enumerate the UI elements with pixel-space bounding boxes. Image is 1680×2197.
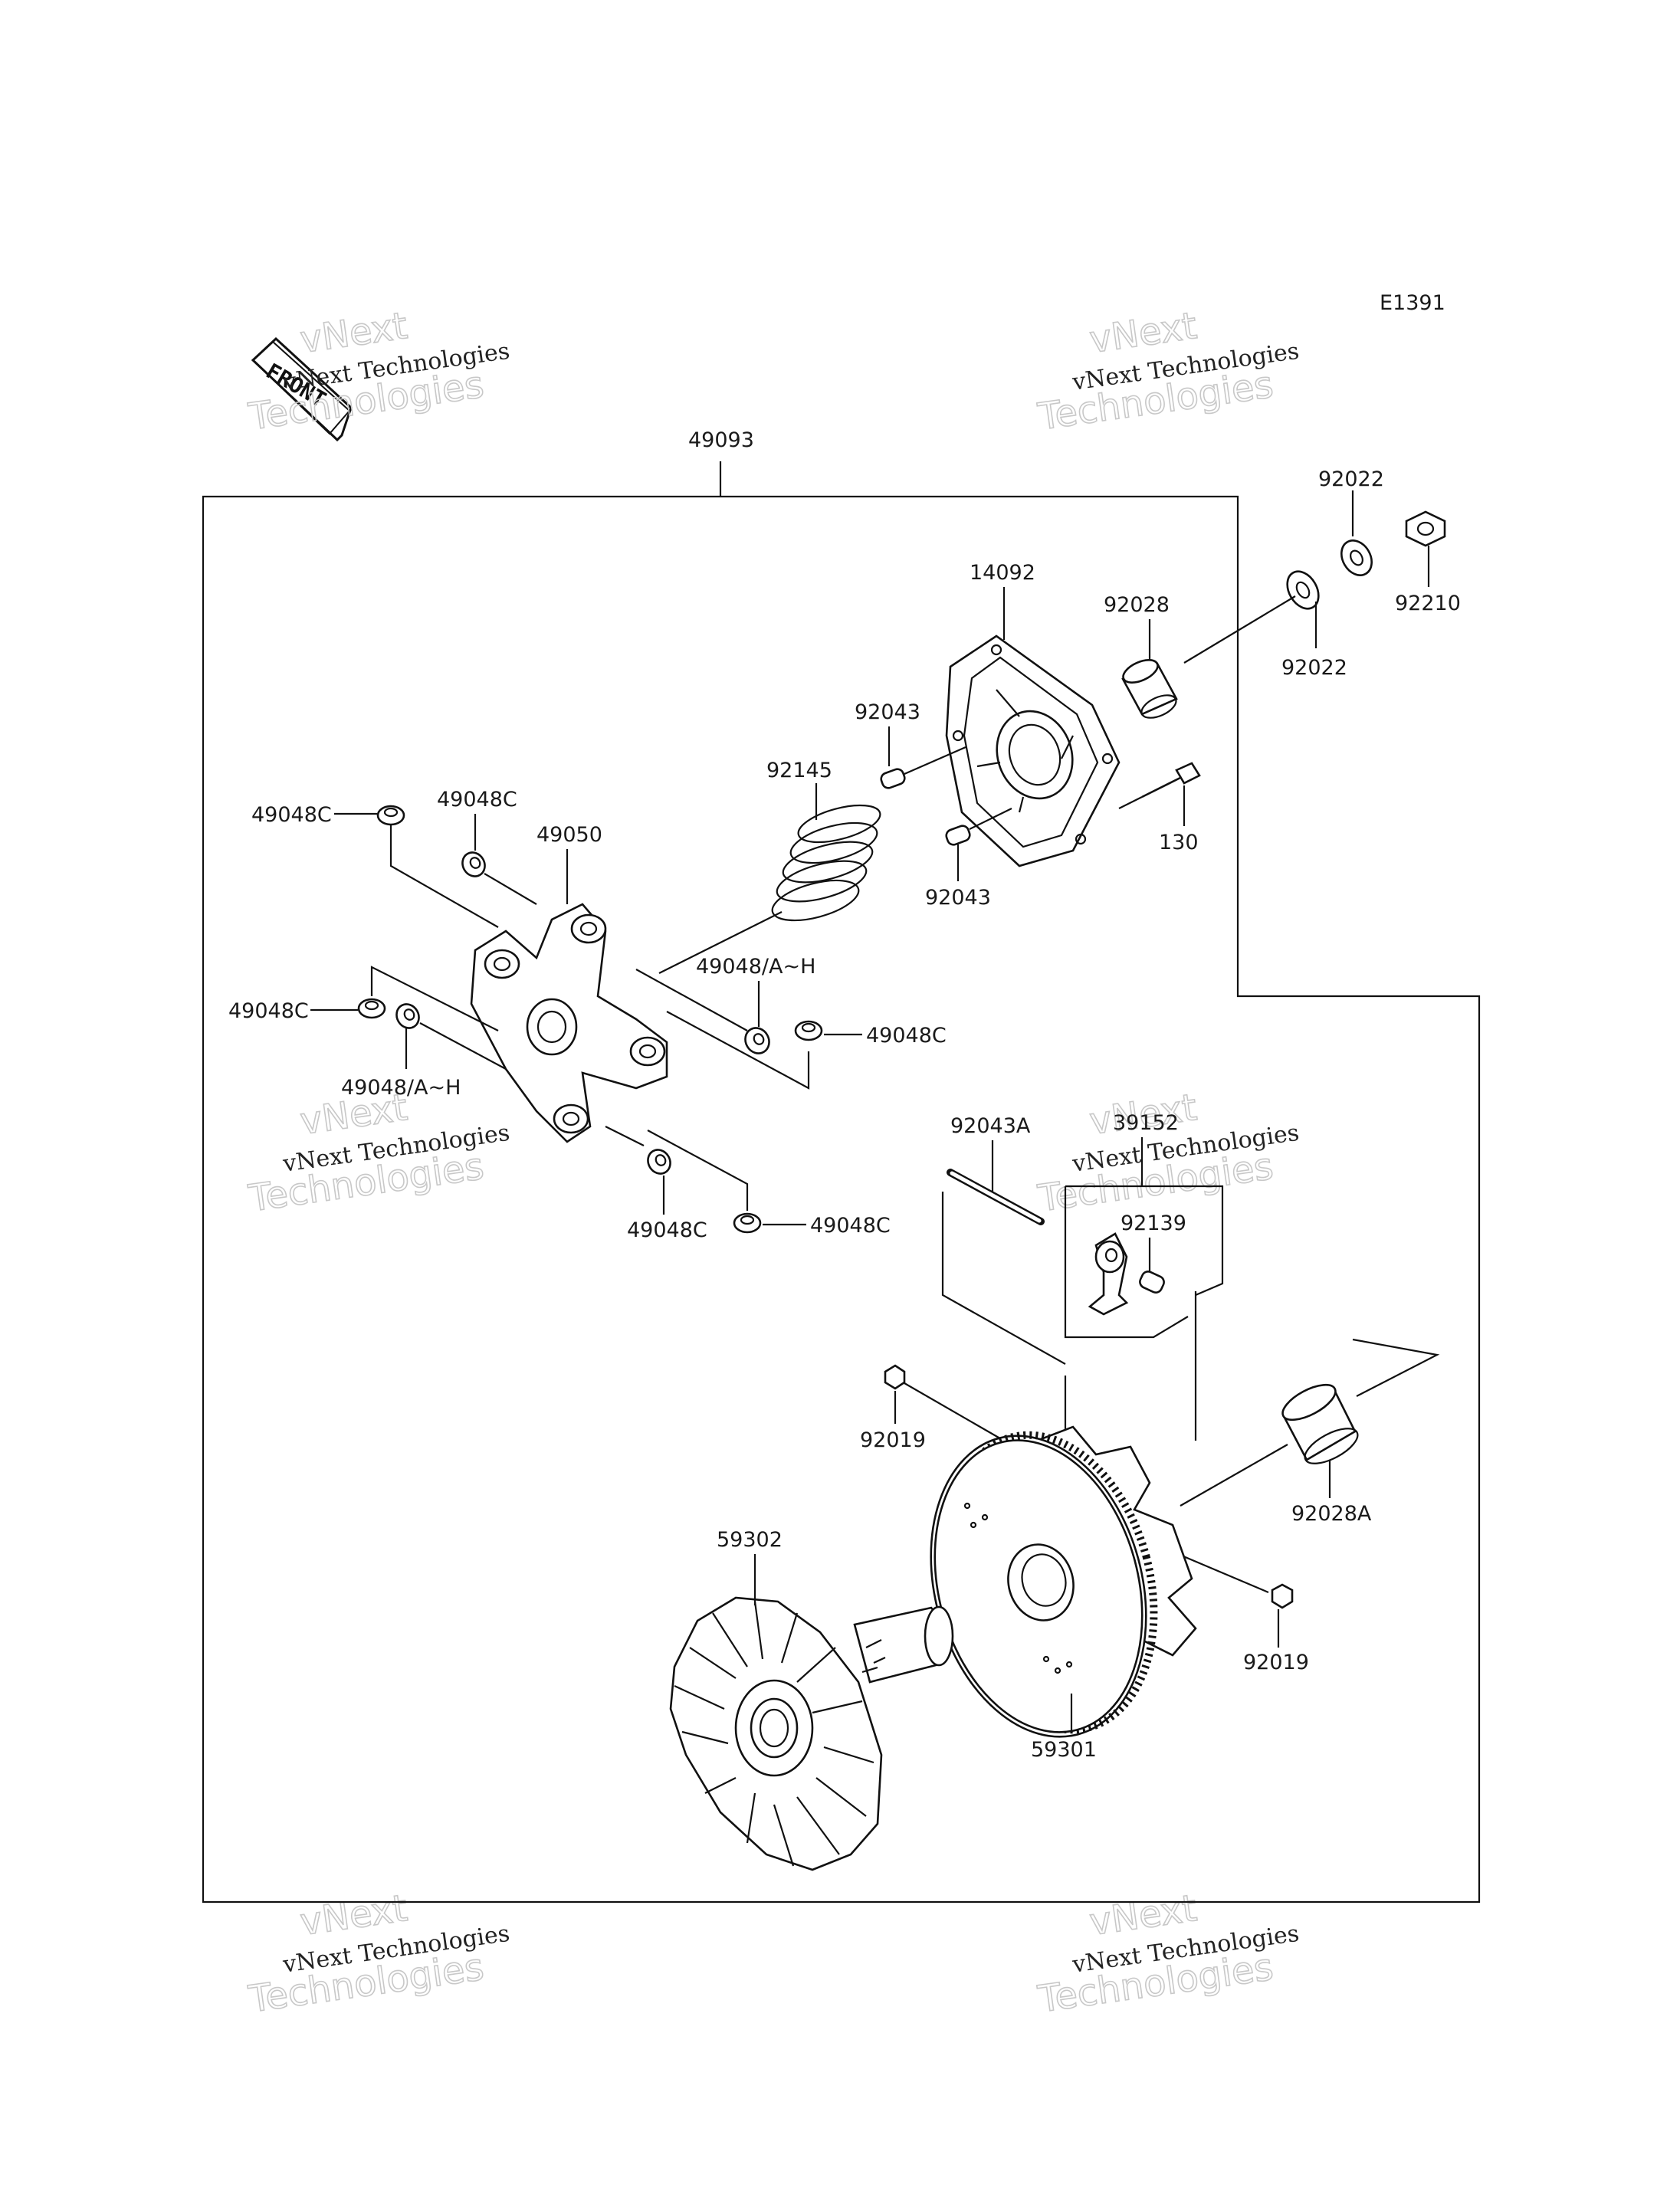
leader-roller-mr-axis: [666, 1011, 810, 1090]
part-label-49050[interactable]: 49050: [536, 823, 602, 847]
part-label-49093[interactable]: 49093: [688, 428, 754, 452]
nut-92019-upper: [884, 1364, 906, 1390]
leader-nut-lower-axis: [1172, 1550, 1269, 1594]
part-label-49048c-b1[interactable]: 49048C: [627, 1218, 707, 1242]
washer-92022-inner: [1286, 570, 1320, 610]
part-label-49048c-mr[interactable]: 49048C: [866, 1024, 947, 1048]
leader-washer-axis: [1183, 595, 1296, 664]
weight-group-bracket-left: [1064, 1186, 1189, 1339]
roller-49048c-midright: [794, 1020, 823, 1041]
leader-spring-axis: [658, 911, 783, 974]
sheave-59301: [930, 1425, 1197, 1738]
nut-92019-lower: [1271, 1583, 1294, 1609]
leader-bushing-a-axis: [1180, 1444, 1288, 1507]
roller-49048ah-left: [395, 1003, 420, 1029]
leader-nut-upper-axis: [904, 1382, 1005, 1441]
part-label-49048c-b2[interactable]: 49048C: [810, 1214, 891, 1238]
part-label-92210[interactable]: 92210: [1395, 592, 1461, 615]
part-label-49048ah-l[interactable]: 49048/A~H: [341, 1076, 461, 1100]
shaft-92043a: [947, 1169, 1045, 1225]
leader-roller-l-axis: [419, 1022, 507, 1070]
part-label-49048c-ml[interactable]: 49048C: [228, 999, 309, 1023]
part-label-92145[interactable]: 92145: [766, 759, 832, 782]
part-label-130[interactable]: 130: [1159, 831, 1199, 854]
roller-49048c-bottom2: [733, 1212, 762, 1234]
part-label-49048c-tl[interactable]: 49048C: [251, 803, 332, 827]
part-label-59302[interactable]: 59302: [717, 1528, 783, 1552]
part-label-49048ah-r[interactable]: 49048/A~H: [696, 955, 815, 979]
watermark-bottom-left: vNext vNext Technologies Technologies: [245, 1886, 511, 2022]
part-label-49048c-t2[interactable]: 49048C: [437, 788, 517, 812]
leader-roller-b1-axis: [605, 1126, 645, 1146]
part-label-92028a[interactable]: 92028A: [1291, 1502, 1372, 1526]
leader-pin-upper-axis: [904, 746, 966, 776]
part-label-92019-b[interactable]: 92019: [1243, 1651, 1309, 1674]
weight-39152: [1088, 1232, 1129, 1316]
watermark-top-right: vNext vNext Technologies Technologies: [1035, 303, 1301, 439]
roller-49048c-topleft: [376, 805, 405, 826]
nut-92210: [1405, 510, 1446, 547]
part-label-92139[interactable]: 92139: [1121, 1212, 1186, 1235]
leader-roller-b2-axis: [647, 1130, 749, 1211]
pin-92139: [1139, 1271, 1165, 1294]
part-label-39152[interactable]: 39152: [1113, 1111, 1179, 1135]
watermark-bottom-right: vNext vNext Technologies Technologies: [1035, 1886, 1301, 2022]
leader-bolt-axis: [1118, 796, 1143, 809]
part-label-92019-t[interactable]: 92019: [860, 1428, 926, 1452]
part-label-92022-low[interactable]: 92022: [1281, 656, 1347, 680]
spring-92145: [771, 804, 881, 922]
spider-49050: [470, 903, 668, 1143]
part-label-92028[interactable]: 92028: [1104, 593, 1170, 617]
part-label-59301[interactable]: 59301: [1031, 1738, 1097, 1762]
weight-group-bracket-top: [1065, 1185, 1224, 1297]
leader-roller-ml-axis: [370, 966, 499, 1031]
part-label-92043-top[interactable]: 92043: [855, 700, 920, 724]
pin-92043-lower: [945, 825, 971, 846]
leader-roller-tl-axis: [389, 825, 499, 928]
assembly-boundary: [202, 495, 1481, 1904]
fan-sheave-59302: [669, 1596, 954, 1871]
roller-49048c-top2: [461, 851, 486, 877]
roller-49048c-midleft: [357, 998, 386, 1019]
leader-roller-t2-axis: [484, 873, 537, 905]
bushing-92028a: [1281, 1383, 1359, 1464]
part-label-92043a[interactable]: 92043A: [950, 1114, 1031, 1138]
leader-pin-lower-axis: [969, 808, 1012, 830]
watermark-mid-left: vNext vNext Technologies Technologies: [245, 1085, 511, 1221]
cover-14092: [945, 635, 1121, 867]
bushing-92028: [1121, 659, 1178, 719]
part-label-92022-top[interactable]: 92022: [1318, 467, 1384, 491]
roller-49048ah-right: [744, 1027, 770, 1054]
pin-92043-upper: [880, 768, 906, 789]
diagram-ref-code: E1391: [1380, 291, 1445, 315]
watermark-mid-right: vNext vNext Technologies Technologies: [1035, 1085, 1301, 1221]
washer-92022-outer: [1340, 539, 1373, 576]
part-label-14092[interactable]: 14092: [970, 561, 1035, 585]
leader-shaft-axis: [941, 1192, 1066, 1365]
leader-roller-r-axis: [635, 969, 748, 1031]
roller-49048c-bottom1: [647, 1149, 671, 1175]
part-label-92043-low[interactable]: 92043: [925, 886, 991, 910]
leader-bushing-a-axis-top: [1352, 1338, 1440, 1397]
bolt-130: [1141, 762, 1201, 798]
